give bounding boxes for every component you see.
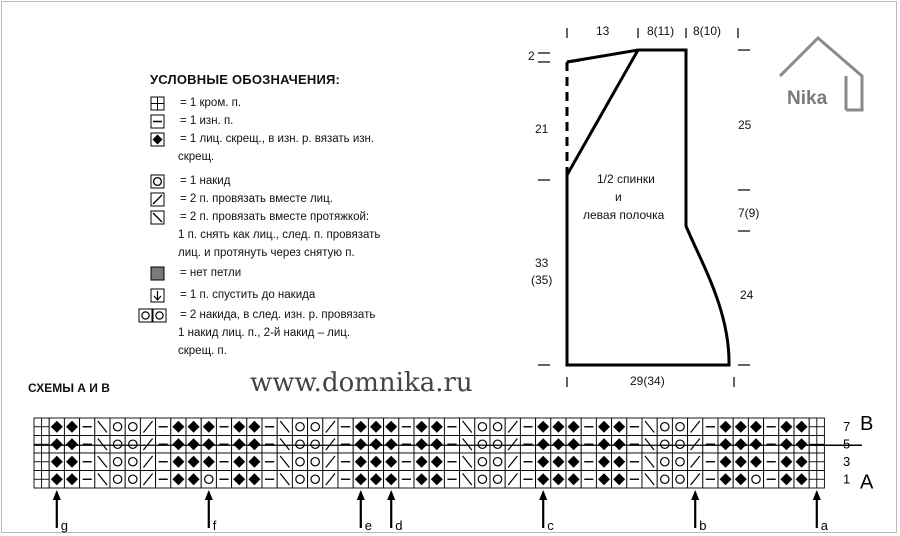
schemes-title: СХЕМЫ А И В: [28, 381, 110, 395]
k2tog-icon: [150, 192, 165, 207]
legend-text: = 2 п. провязать вместе лиц.: [180, 193, 333, 205]
logo-text: Nika: [787, 88, 828, 109]
chart-cell: [291, 435, 309, 454]
row-number: 7: [843, 419, 850, 434]
edge-stitch-icon: [150, 96, 165, 111]
chart-cell: [656, 452, 673, 471]
purl-stitch-icon: [150, 114, 165, 129]
legend-text: скрещ.: [178, 151, 215, 163]
chart-cell: [656, 435, 673, 454]
row-number: 1: [843, 472, 850, 487]
yarn-over-icon: [150, 174, 165, 189]
ssk-icon: [150, 210, 165, 225]
chart-cell: [671, 470, 689, 489]
chart-cell: [474, 452, 491, 471]
double-yarn-over-icon: [138, 308, 167, 323]
chart-cell: [124, 452, 141, 471]
nika-logo: [778, 35, 864, 112]
legend-text: = 1 изн. п.: [180, 115, 234, 127]
chart-cell: [474, 470, 491, 489]
knitting-chart: B A 7 5 3 1 g f e d c b a: [33, 413, 874, 533]
chart-cell: [307, 452, 324, 471]
dim-left-35: (35): [531, 273, 553, 287]
legend-text: = 1 п. спустить до накида: [180, 289, 316, 301]
chart-cell: [109, 435, 126, 454]
marker-label: g: [61, 518, 68, 533]
piece-label-line-3: левая полочка: [583, 208, 665, 222]
legend-text: = 1 лиц. скрещ., в изн. р. вязать изн.: [180, 133, 375, 145]
chart-label-a: A: [860, 472, 874, 494]
garment-schematic: [538, 28, 750, 387]
legend-title: УСЛОВНЫЕ ОБОЗНАЧЕНИЯ:: [150, 72, 341, 87]
drop-stitch-icon: [150, 288, 165, 303]
chart-cell: [489, 435, 506, 454]
marker-label: c: [547, 518, 554, 533]
legend-text: лиц. и протянуть через снятую п.: [178, 247, 355, 259]
chart-cell: [489, 452, 506, 471]
legend-text: = 1 кром. п.: [180, 97, 242, 109]
twisted-knit-icon: [150, 132, 165, 147]
legend-text: скрещ. п.: [178, 345, 227, 357]
marker-label: b: [699, 518, 706, 533]
chart-cell: [109, 452, 126, 471]
piece-label-line-2: и: [615, 190, 622, 204]
chart-cell: [307, 435, 324, 454]
legend-text: 1 накид лиц. п., 2-й накид – лиц.: [178, 327, 351, 339]
chart-cell: [474, 435, 491, 454]
chart-cell: [671, 417, 689, 436]
chart-cell: [291, 470, 309, 489]
chart-cell: [489, 417, 506, 436]
watermark-url: www.domnika.ru: [250, 368, 473, 398]
chart-cell: [489, 470, 506, 489]
legend-text: = 2 п. провязать вместе протяжкой:: [180, 211, 370, 223]
legend-text: = нет петли: [180, 267, 242, 279]
legend-text: = 1 накид: [180, 175, 231, 187]
chart-cell: [671, 452, 689, 471]
chart-cell: [109, 470, 126, 489]
marker-label: f: [213, 518, 217, 533]
marker-label: e: [365, 518, 372, 533]
chart-cell: [671, 435, 689, 454]
chart-cell: [291, 417, 309, 436]
dim-top-13: 13: [596, 24, 610, 38]
legend-text: = 2 накида, в след. изн. р. провязать: [180, 309, 376, 321]
dim-top-8-11: 8(11): [647, 24, 675, 38]
no-stitch-icon: [150, 266, 165, 281]
chart-cell: [109, 417, 126, 436]
chart-cell: [656, 470, 673, 489]
dim-left-33: 33: [535, 256, 549, 270]
row-number: 5: [843, 437, 850, 452]
chart-cell: [307, 470, 324, 489]
dim-shoulder-2: 2: [528, 49, 535, 63]
chart-cell: [291, 452, 309, 471]
chart-cell: [200, 470, 217, 489]
chart-cell: [747, 470, 765, 489]
chart-label-b: B: [860, 413, 873, 435]
chart-cell: [124, 435, 141, 454]
chart-cell: [124, 470, 141, 489]
dim-right-24: 24: [740, 288, 754, 302]
chart-cell: [656, 417, 673, 436]
dim-top-8-10: 8(10): [693, 24, 722, 38]
legend-text: 1 п. снять как лиц., след. п. провязать: [178, 229, 381, 241]
chart-cell: [124, 417, 141, 436]
piece-label-line-1: 1/2 спинки: [597, 172, 655, 186]
dim-bottom-29-34: 29(34): [630, 374, 665, 388]
marker-label: d: [395, 518, 402, 533]
chart-cell: [474, 417, 491, 436]
chart-cell: [307, 417, 324, 436]
dim-left-21: 21: [535, 122, 549, 136]
dim-right-25: 25: [738, 118, 752, 132]
row-number: 3: [843, 454, 850, 469]
dim-right-7-9: 7(9): [738, 206, 760, 220]
marker-label: a: [821, 518, 829, 533]
